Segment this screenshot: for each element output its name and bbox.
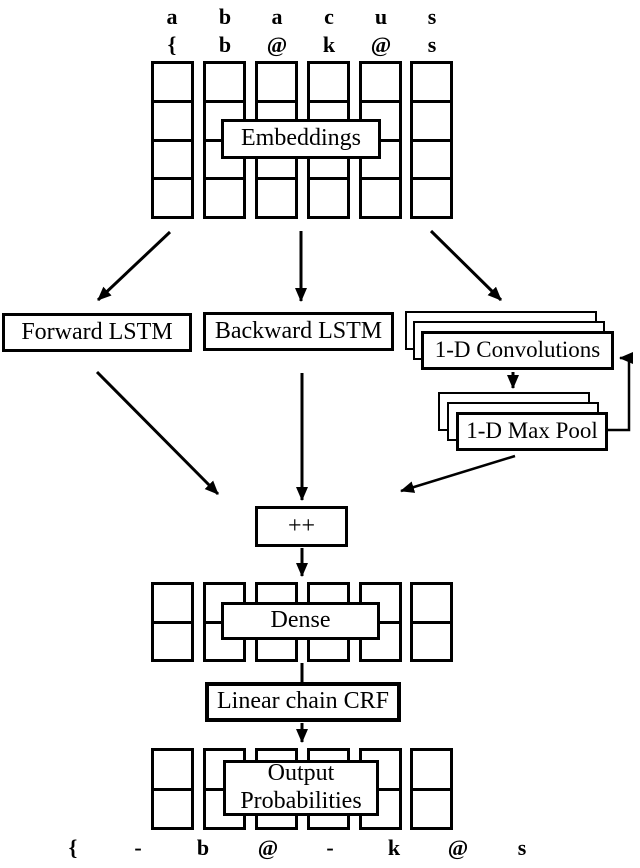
forward-lstm-box: Forward LSTM (2, 313, 192, 352)
grid-cell (310, 99, 347, 139)
grid-cell (310, 64, 347, 100)
grid-cell (154, 138, 191, 178)
grid-cell (413, 585, 450, 621)
output-char: - (134, 835, 142, 860)
grid-cell (413, 177, 450, 216)
encoded-input-char: @ (266, 32, 288, 57)
grid-cell (206, 99, 243, 139)
output-grid-column (410, 748, 453, 830)
output-char: b (196, 835, 210, 860)
grid-cell (206, 64, 243, 100)
dense-box: Dense (221, 602, 380, 640)
encoded-input-char: @ (370, 32, 392, 57)
output-probabilities-box: Output Probabilities (223, 760, 379, 816)
grid-cell (362, 64, 399, 100)
arrow-embeddings-to-forward-lstm (96, 230, 172, 302)
encoded-input-char: k (322, 32, 336, 57)
grid-cell (206, 177, 243, 216)
output-char: k (387, 835, 401, 860)
grid-cell (154, 751, 191, 788)
output-char: @ (257, 835, 279, 860)
arrow-embeddings-to-convolutions (429, 229, 503, 302)
grid-cell (362, 620, 399, 660)
grid-cell (154, 787, 191, 828)
grid-cell (258, 99, 295, 139)
grid-cell (258, 64, 295, 100)
grid-cell (154, 177, 191, 216)
encoded-input-char: { (167, 32, 177, 57)
grid-cell (154, 99, 191, 139)
input-word-char: a (166, 4, 178, 29)
output-grid-column (151, 748, 194, 830)
grid-cell (413, 138, 450, 178)
output-char: { (68, 835, 78, 860)
input-word-char: s (427, 4, 437, 29)
embedding-grid-column (151, 61, 194, 219)
input-word-char: a (271, 4, 283, 29)
encoded-input-char: b (218, 32, 232, 57)
grid-cell (154, 64, 191, 100)
embedding-grid-column (410, 61, 453, 219)
backward-lstm-box: Backward LSTM (203, 312, 394, 351)
grid-cell (413, 99, 450, 139)
convolutions-box: 1-D Convolutions (421, 331, 614, 370)
arrow-maxpool-to-concat (400, 454, 516, 493)
grid-cell (154, 585, 191, 621)
encoded-input-char: s (427, 32, 437, 57)
grid-cell (362, 787, 399, 828)
grid-cell (310, 177, 347, 216)
grid-cell (154, 620, 191, 660)
grid-cell (413, 787, 450, 828)
grid-cell (362, 99, 399, 139)
concat-box: ++ (255, 506, 348, 547)
arrow-forward-lstm-to-concat (95, 370, 220, 496)
output-char: - (326, 835, 334, 860)
crf-box: Linear chain CRF (205, 682, 401, 722)
grid-cell (413, 751, 450, 788)
input-word-char: u (374, 4, 388, 29)
embeddings-box: Embeddings (221, 119, 381, 159)
maxpool-box: 1-D Max Pool (456, 412, 608, 451)
output-char: s (517, 835, 527, 860)
grid-cell (413, 64, 450, 100)
input-word-char: c (324, 4, 334, 29)
output-char: @ (447, 835, 469, 860)
dense-grid-column (151, 582, 194, 662)
input-word-char: b (218, 4, 232, 29)
grid-cell (258, 177, 295, 216)
dense-grid-column (410, 582, 453, 662)
grid-cell (413, 620, 450, 660)
grid-cell (362, 177, 399, 216)
